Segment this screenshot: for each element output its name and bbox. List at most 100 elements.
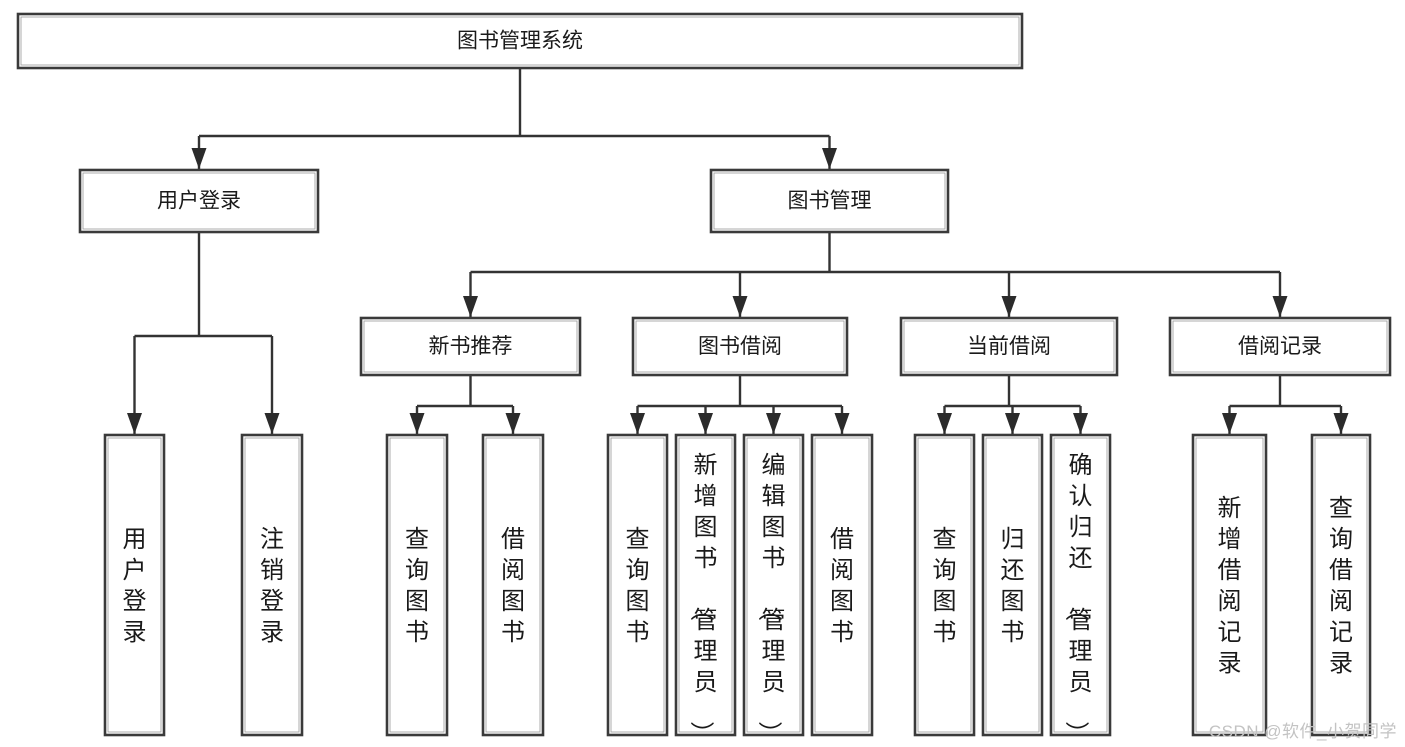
node-box-leaf-logout[interactable]	[240, 433, 304, 737]
edge-arrowhead	[1005, 413, 1020, 434]
node-label: 新增借阅记录	[1218, 495, 1242, 677]
watermark-text: CSDN @软件_小贺同学	[1208, 722, 1397, 741]
node-box-inner-edge	[746, 437, 801, 733]
node-box-inner-edge	[917, 437, 972, 733]
node-label: 查询图书	[626, 526, 650, 646]
connector-edge-bookmgmt-split	[469, 232, 1282, 317]
node-leaf-query-book-recommend[interactable]: 查询图书	[385, 433, 449, 737]
node-box-inner-edge	[107, 437, 162, 733]
node-box-inner-edge	[82, 172, 316, 230]
edge-arrowhead	[698, 413, 713, 434]
node-box-user-login[interactable]	[78, 168, 320, 234]
edge-arrowhead	[1222, 413, 1237, 434]
node-new-book-recommend[interactable]: 新书推荐	[359, 316, 582, 377]
node-box-inner-edge	[1172, 320, 1388, 373]
node-box-inner-edge	[903, 320, 1115, 373]
node-box-inner-edge	[1314, 437, 1368, 733]
node-box-inner-edge	[389, 437, 445, 733]
node-leaf-add-borrow-record[interactable]: 新增借阅记录	[1191, 433, 1268, 737]
node-leaf-query-borrow-record[interactable]: 查询借阅记录	[1310, 433, 1372, 737]
node-box-leaf-confirm-return-admin[interactable]	[1049, 433, 1112, 737]
edge-arrowhead	[463, 296, 478, 317]
node-label: 图书管理	[788, 190, 872, 213]
node-box-new-book-recommend[interactable]	[359, 316, 582, 377]
node-label: 新书推荐	[429, 335, 513, 358]
connector-edge-recommend-split	[415, 375, 515, 434]
node-label: 查询借阅记录	[1329, 495, 1353, 677]
node-box-book-management[interactable]	[709, 168, 950, 234]
node-box-inner-edge	[610, 437, 665, 733]
node-label: 图书借阅	[698, 335, 782, 358]
node-leaf-edit-book-admin[interactable]: 编辑图书（管理员）	[742, 433, 805, 745]
edge-arrowhead	[264, 413, 280, 434]
edge-arrowhead	[1333, 413, 1349, 434]
node-leaf-logout[interactable]: 注销登录	[240, 433, 304, 737]
node-label: 注销登录	[260, 526, 284, 646]
node-box-inner-edge	[363, 320, 578, 373]
node-box-leaf-query-book-borrow[interactable]	[606, 433, 669, 737]
node-leaf-add-book-admin[interactable]: 新增图书（管理员）	[674, 433, 737, 745]
edge-arrowhead	[766, 413, 781, 434]
nodes-layer: 图书管理系统用户登录图书管理新书推荐图书借阅当前借阅借阅记录用户登录注销登录查询…	[16, 12, 1392, 745]
node-box-leaf-query-book-recommend[interactable]	[385, 433, 449, 737]
node-leaf-confirm-return-admin[interactable]: 确认归还（管理员）	[1049, 433, 1112, 745]
node-leaf-return-book[interactable]: 归还图书	[981, 433, 1044, 737]
node-box-leaf-query-borrow-record[interactable]	[1310, 433, 1372, 737]
edge-arrowhead	[1001, 296, 1017, 317]
node-root[interactable]: 图书管理系统	[16, 12, 1024, 70]
node-current-borrow[interactable]: 当前借阅	[899, 316, 1119, 377]
node-box-root[interactable]	[16, 12, 1024, 70]
node-leaf-query-book-current[interactable]: 查询图书	[913, 433, 976, 737]
node-label: 借阅记录	[1238, 335, 1322, 358]
node-label: 编辑图书（管理员）	[756, 452, 786, 745]
node-label: 查询图书	[405, 526, 429, 646]
node-borrow-records[interactable]: 借阅记录	[1168, 316, 1392, 377]
node-label: 借阅图书	[501, 526, 525, 646]
edge-arrowhead	[191, 148, 207, 169]
node-box-leaf-edit-book-admin[interactable]	[742, 433, 805, 737]
node-box-inner-edge	[985, 437, 1040, 733]
edge-arrowhead	[834, 413, 850, 434]
node-box-inner-edge	[1053, 437, 1108, 733]
node-box-leaf-user-login[interactable]	[103, 433, 166, 737]
edge-arrowhead	[127, 413, 142, 434]
node-label: 借阅图书	[830, 526, 854, 646]
node-box-inner-edge	[1195, 437, 1264, 733]
node-leaf-user-login[interactable]: 用户登录	[103, 433, 166, 737]
edge-arrowhead	[630, 413, 645, 434]
node-label: 确认归还（管理员）	[1063, 452, 1093, 745]
node-user-login[interactable]: 用户登录	[78, 168, 320, 234]
node-box-leaf-add-borrow-record[interactable]	[1191, 433, 1268, 737]
node-box-current-borrow[interactable]	[899, 316, 1119, 377]
node-box-leaf-add-book-admin[interactable]	[674, 433, 737, 737]
node-box-inner-edge	[678, 437, 733, 733]
node-leaf-query-book-borrow[interactable]: 查询图书	[606, 433, 669, 737]
connector-edge-userlogin-split	[133, 232, 274, 434]
node-label: 新增图书（管理员）	[688, 452, 718, 745]
edge-arrowhead	[1272, 296, 1288, 317]
node-label: 图书管理系统	[457, 30, 583, 53]
edge-arrowhead	[732, 296, 748, 317]
node-box-leaf-borrow-book-recommend[interactable]	[481, 433, 545, 737]
node-box-borrow-records[interactable]	[1168, 316, 1392, 377]
connector-edge-records-split	[1228, 375, 1343, 434]
node-label: 查询图书	[933, 526, 957, 646]
node-box-inner-edge	[814, 437, 870, 733]
node-box-book-borrow[interactable]	[631, 316, 849, 377]
node-leaf-borrow-book-recommend[interactable]: 借阅图书	[481, 433, 545, 737]
node-box-leaf-borrow-book[interactable]	[810, 433, 874, 737]
node-box-leaf-return-book[interactable]	[981, 433, 1044, 737]
connector-edge-root-split	[197, 68, 831, 169]
connector-edge-borrow-split	[636, 375, 844, 434]
edge-arrowhead	[505, 413, 521, 434]
edge-arrowhead	[937, 413, 952, 434]
node-book-management[interactable]: 图书管理	[709, 168, 950, 234]
node-label: 当前借阅	[967, 335, 1051, 358]
node-label: 归还图书	[1001, 526, 1025, 646]
node-box-inner-edge	[244, 437, 300, 733]
node-leaf-borrow-book[interactable]: 借阅图书	[810, 433, 874, 737]
node-box-leaf-query-book-current[interactable]	[913, 433, 976, 737]
node-book-borrow[interactable]: 图书借阅	[631, 316, 849, 377]
